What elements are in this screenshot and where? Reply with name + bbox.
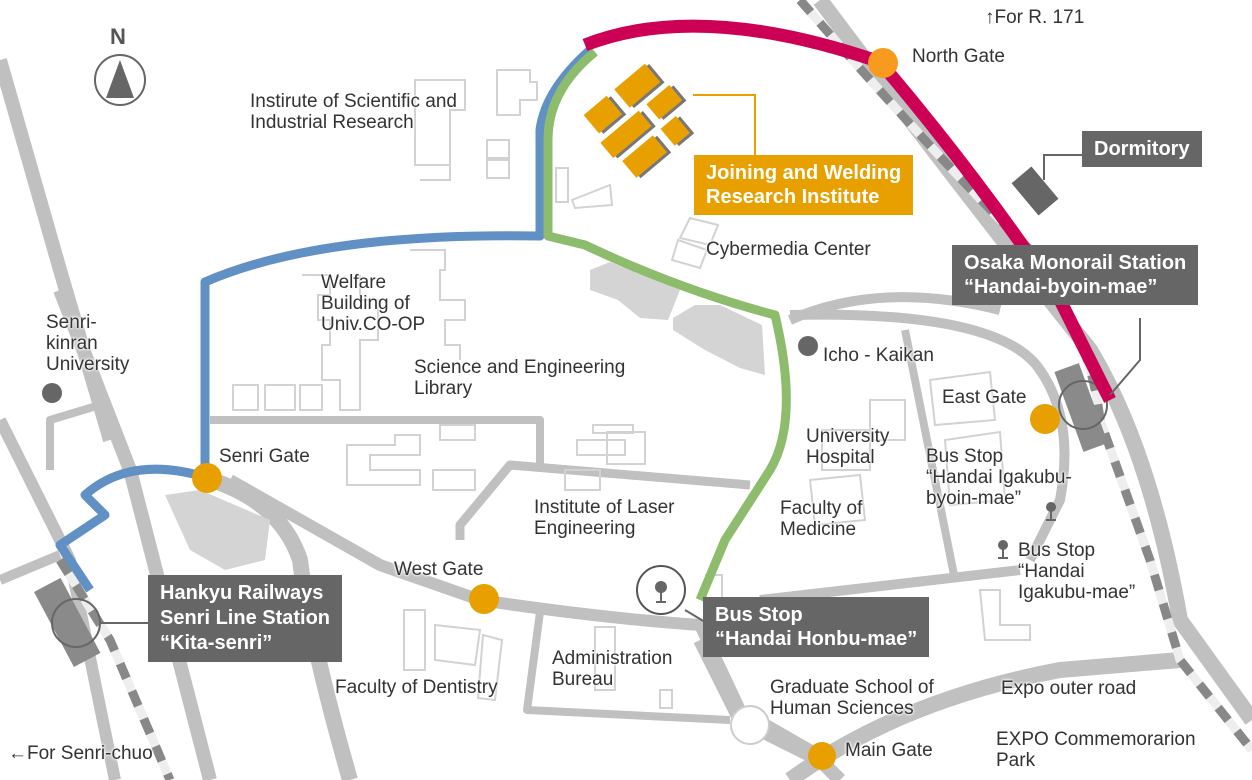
east-gate-marker <box>1030 404 1060 434</box>
senri-kinran-dot <box>42 383 62 403</box>
hankyu-station-callout[interactable]: Hankyu Railways Senri Line Station “Kita… <box>148 575 343 662</box>
hospital-label[interactable]: University Hospital <box>806 426 890 468</box>
west-gate-label[interactable]: West Gate <box>394 559 484 580</box>
road-cross <box>210 416 544 465</box>
gray-areas <box>165 262 765 570</box>
road-west-branch <box>0 550 62 585</box>
isir-label[interactable]: Instirute of Scientific and Industrial R… <box>250 91 457 133</box>
compass-label: N <box>110 24 126 49</box>
bus-igakubu-label[interactable]: Bus Stop “Handai Igakubu-mae” <box>1018 540 1136 603</box>
road-admin <box>523 611 731 724</box>
roundabout <box>730 705 770 745</box>
bus-stop-icons <box>636 502 1056 615</box>
cybermedia-label[interactable]: Cybermedia Center <box>706 239 871 260</box>
north-arrow-icon <box>94 54 146 106</box>
direction-senri-chuo: ←For Senri-chuo <box>8 743 153 764</box>
bus-stop-icon <box>998 540 1008 559</box>
bus-stop-icon <box>1046 502 1056 521</box>
route-green <box>543 48 791 602</box>
north-gate-marker <box>868 48 898 78</box>
dentistry-label[interactable]: Faculty of Dentistry <box>335 677 498 698</box>
road-east-ring <box>789 309 1070 563</box>
bus-igakubu-byoin-label[interactable]: Bus Stop “Handai Igakubu- byoin-mae” <box>926 446 1072 509</box>
dormitory-building <box>1011 166 1059 216</box>
gate-markers <box>192 48 1060 770</box>
west-gate-marker <box>469 584 499 614</box>
welfare-label[interactable]: Welfare Building of Univ.CO-OP <box>321 272 426 335</box>
jwri-callout[interactable]: Joining and Welding Research Institute <box>694 155 914 215</box>
road-laser-loop <box>455 460 751 540</box>
road-medicine-south <box>759 565 1021 605</box>
stations <box>34 166 1108 668</box>
jwri-buildings <box>583 63 695 179</box>
senri-gate-label[interactable]: Senri Gate <box>219 446 310 467</box>
bus-stop-icon <box>655 581 667 603</box>
dormitory-callout[interactable]: Dormitory <box>1082 131 1202 167</box>
monorail-station-callout[interactable]: Osaka Monorail Station “Handai-byoin-mae… <box>952 245 1199 305</box>
expo-park-label[interactable]: EXPO Commemorarion Park <box>996 729 1196 771</box>
honbu-bus-stop-callout[interactable]: Bus Stop “Handai Honbu-mae” <box>703 597 930 657</box>
road-main-gate <box>693 636 845 780</box>
human-sciences-label[interactable]: Graduate School of Human Sciences <box>770 677 934 719</box>
main-gate-marker <box>808 742 836 770</box>
library-label[interactable]: Science and Engineering Library <box>414 357 626 399</box>
senri-kinran-label[interactable]: Senri- kinran University <box>46 312 130 375</box>
hankyu-station-platform <box>34 577 101 668</box>
monorail-station-marker <box>1058 380 1108 430</box>
north-gate-label[interactable]: North Gate <box>912 46 1005 67</box>
route-blue <box>55 46 593 593</box>
direction-r171: ↑For R. 171 <box>985 7 1085 28</box>
icho-kaikan-dot <box>798 336 818 356</box>
leader-lines <box>100 94 1141 624</box>
road-medicine-west <box>901 329 959 581</box>
icho-kaikan-label[interactable]: Icho - Kaikan <box>823 345 934 366</box>
senri-gate-marker <box>192 463 222 493</box>
laser-label[interactable]: Institute of Laser Engineering <box>534 497 675 539</box>
admin-label[interactable]: Administration Bureau <box>552 648 673 690</box>
building-outlines <box>232 69 1031 709</box>
main-gate-label[interactable]: Main Gate <box>845 740 933 761</box>
east-gate-label[interactable]: East Gate <box>942 387 1027 408</box>
medicine-label[interactable]: Faculty of Medicine <box>780 498 863 540</box>
road-kinran-branch <box>46 401 102 470</box>
expo-road-label: Expo outer road <box>1001 678 1137 699</box>
